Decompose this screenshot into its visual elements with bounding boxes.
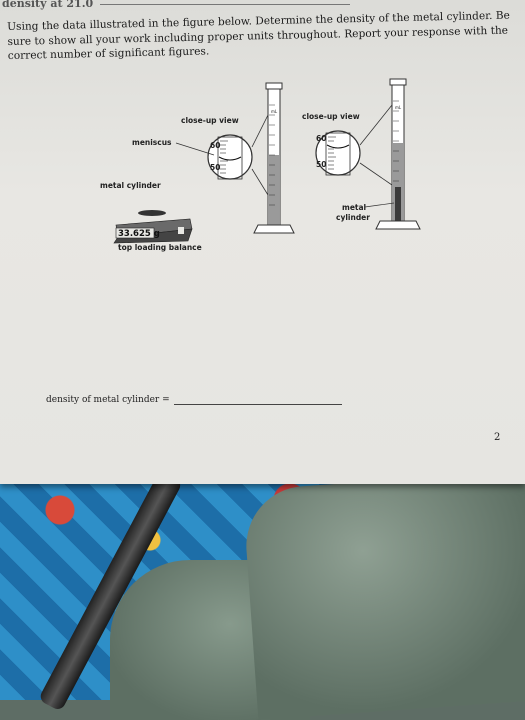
graduated-cylinder-left: mL <box>253 82 295 234</box>
answer-label: density of metal cylinder = <box>46 395 170 405</box>
cylinder-unit-left: mL <box>271 109 278 114</box>
closeup-left <box>207 114 269 196</box>
answer-row: density of metal cylinder = <box>46 395 342 405</box>
tick-60-right: 60 <box>316 134 326 143</box>
graduated-cylinder-right: mL <box>375 78 421 230</box>
tick-50-right: 50 <box>316 160 326 169</box>
balance-reading: 33.625 g <box>118 229 160 239</box>
closeup-right <box>315 104 393 186</box>
metal-cylinder-label-right-2: cylinder <box>336 213 370 222</box>
page-number: 2 <box>494 432 501 443</box>
tick-50-left: 50 <box>210 163 220 172</box>
answer-blank[interactable] <box>173 395 342 405</box>
density-figure: mL close-up view meniscus 60 50 metal cy… <box>100 78 421 252</box>
metal-cylinder-label-right-1: metal <box>342 203 366 212</box>
background-towel-fold <box>242 470 525 720</box>
tick-60-left: 60 <box>210 141 220 150</box>
metal-cylinder-label-left: metal cylinder <box>100 181 161 190</box>
worksheet-page: density at 21.0 Using the data illustrat… <box>0 0 525 484</box>
cylinder-unit-right: mL <box>395 105 402 110</box>
header-rule <box>100 4 350 5</box>
top-loading-balance <box>113 210 193 244</box>
closeup-label-left: close-up view <box>181 116 239 125</box>
balance-label: top loading balance <box>118 243 202 252</box>
header-fragment: density at 21.0 <box>2 0 94 10</box>
problem-prompt: Using the data illustrated in the figure… <box>7 9 510 62</box>
meniscus-label: meniscus <box>132 138 172 147</box>
closeup-label-right: close-up view <box>302 112 360 121</box>
